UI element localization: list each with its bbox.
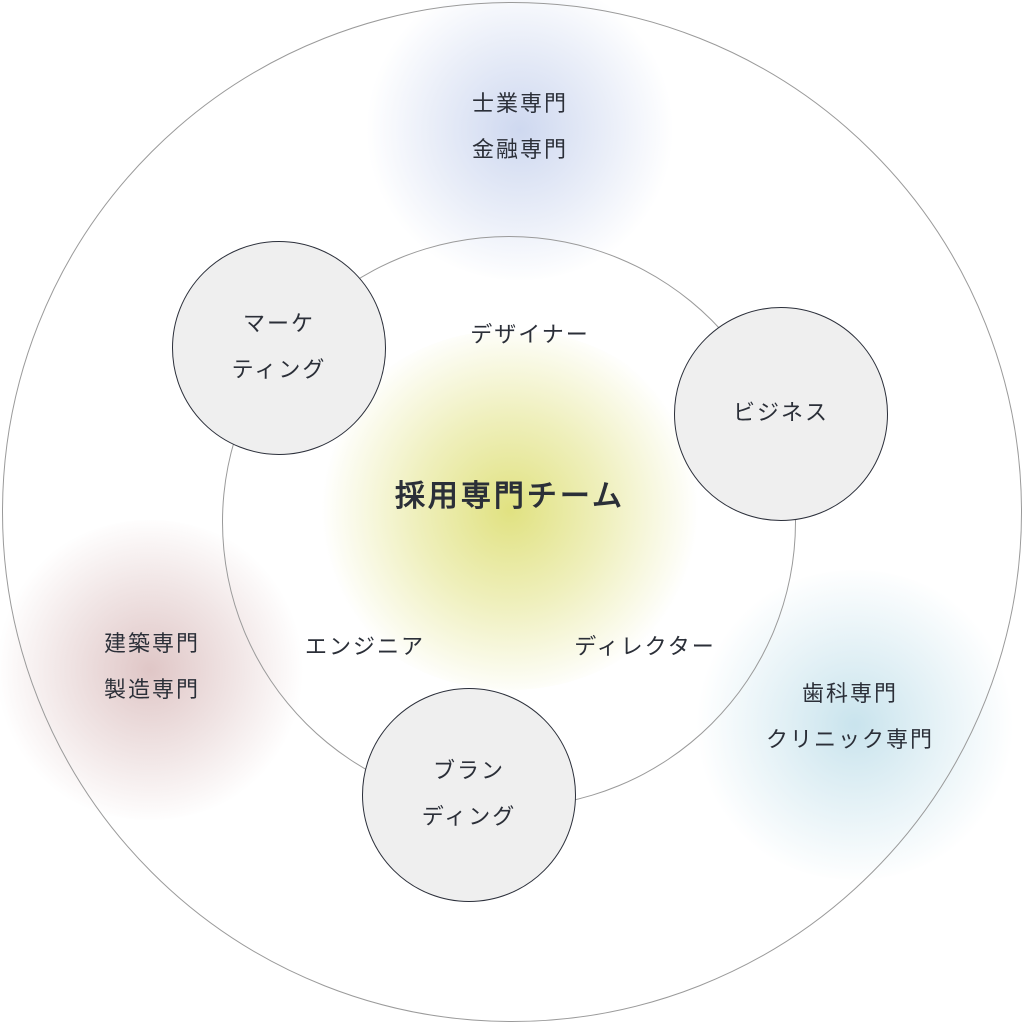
specialty-left: 建築専門 製造専門 [52, 622, 252, 714]
specialty-label: クリニック専門 [765, 728, 934, 753]
node-business: ビジネス [674, 307, 888, 521]
center-title: 採用専門チーム [394, 479, 626, 514]
specialty-right: 歯科専門 クリニック専門 [740, 672, 960, 764]
node-marketing: マーケ ティング [172, 241, 386, 455]
node-label: ディング [421, 805, 517, 830]
node-label: ブラン [432, 759, 505, 784]
node-label: ティング [231, 358, 327, 383]
specialty-label: 歯科専門 [801, 682, 898, 707]
role-engineer: エンジニア [304, 635, 425, 660]
specialty-label: 士業専門 [471, 92, 568, 117]
specialty-label: 建築専門 [103, 632, 200, 657]
specialty-label: 金融専門 [471, 138, 568, 163]
node-label: ビジネス [732, 401, 829, 426]
node-label: マーケ [242, 312, 315, 337]
role-director: ディレクター [574, 635, 716, 660]
specialty-top: 士業専門 金融専門 [420, 82, 620, 174]
node-branding: ブラン ディング [362, 688, 576, 902]
role-designer: デザイナー [470, 323, 590, 348]
specialty-label: 製造専門 [103, 678, 200, 703]
